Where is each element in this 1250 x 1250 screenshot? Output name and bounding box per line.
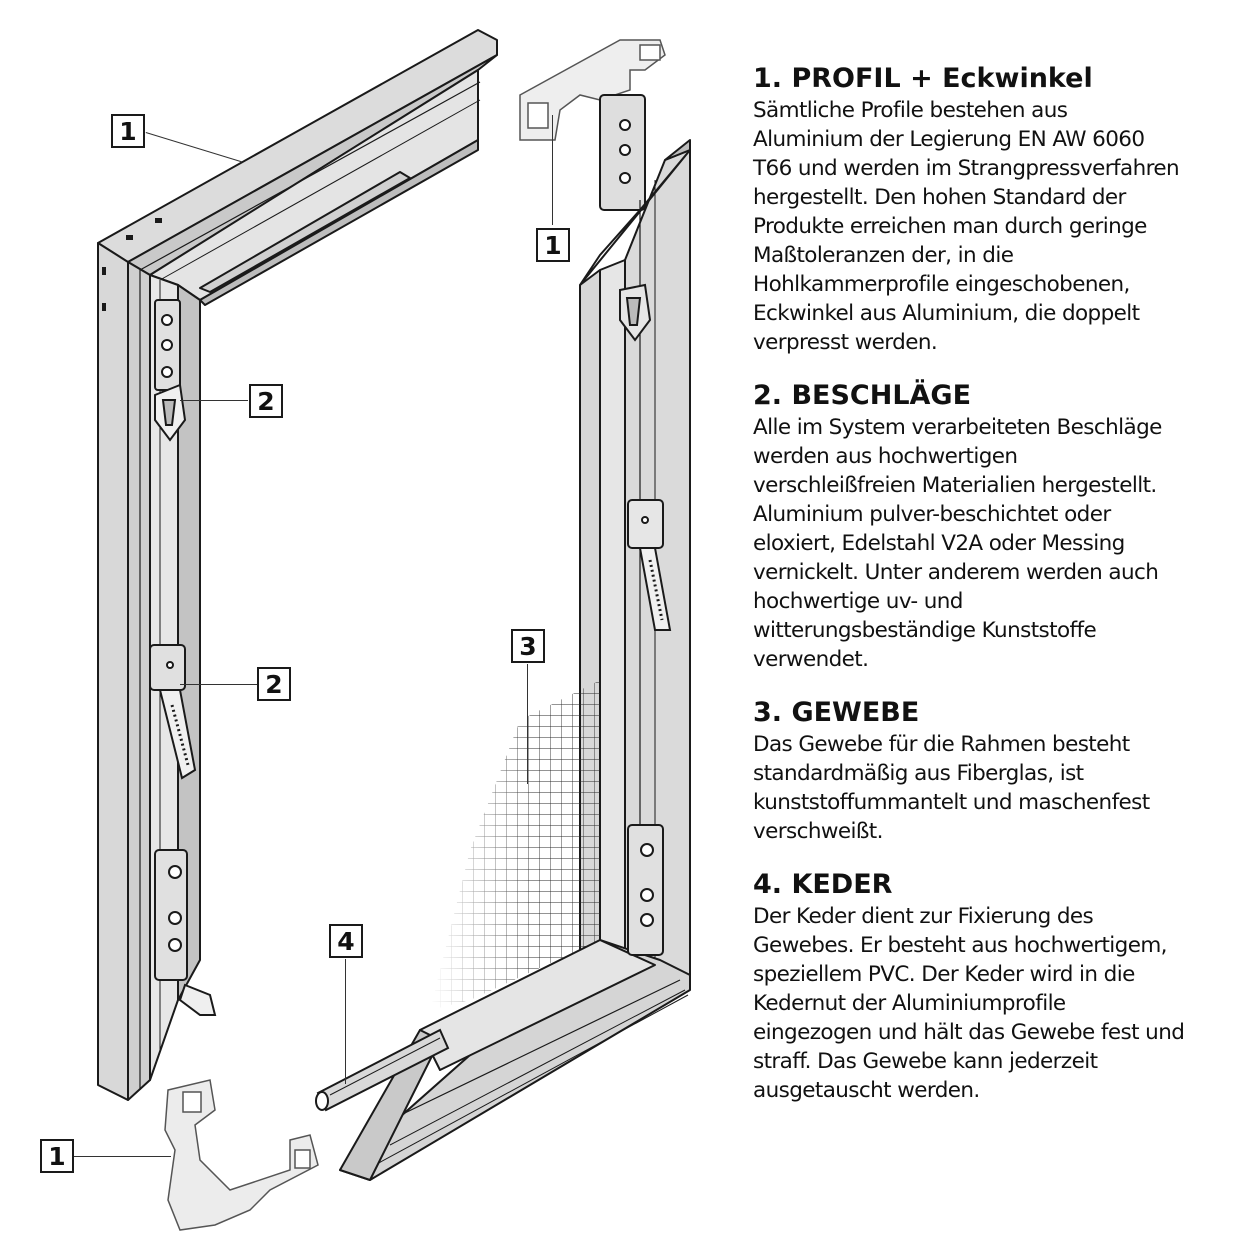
right-hinge-clip-bottom xyxy=(627,824,664,956)
callout-2-upper: 2 xyxy=(249,384,283,418)
callout-1-top-left: 1 xyxy=(111,114,145,148)
corner-bracket-hinge xyxy=(599,94,646,211)
callout-2-lower: 2 xyxy=(257,667,291,701)
section-heading: 4. KEDER xyxy=(753,869,893,900)
section-keder: 4. KEDER Der Keder dient zur Fixierung d… xyxy=(753,868,1243,1105)
callout-2-lower-leader xyxy=(180,684,257,685)
left-latch-middle xyxy=(149,644,197,780)
corner-bracket-top xyxy=(519,39,666,141)
section-body: Der Keder dient zur Fixierung des Gewebe… xyxy=(753,904,1185,1103)
section-gewebe: 3. GEWEBE Das Gewebe für die Rahmen best… xyxy=(753,696,1243,846)
keder-rod xyxy=(315,1028,450,1112)
right-latch-middle xyxy=(627,499,672,631)
callout-3: 3 xyxy=(511,629,545,663)
callout-4-leader xyxy=(345,959,346,1084)
frame-exploded-illustration xyxy=(97,29,691,1231)
section-body: Alle im System verarbeiteten Beschläge w… xyxy=(753,415,1162,672)
section-body: Das Gewebe für die Rahmen besteht standa… xyxy=(753,732,1150,844)
left-hinge-clip-top xyxy=(154,299,187,442)
mesh-fabric xyxy=(420,680,605,1020)
section-heading: 2. BESCHLÄGE xyxy=(753,380,972,411)
callout-1-top-right-leader xyxy=(552,115,553,225)
callout-1-top-right: 1 xyxy=(536,228,570,262)
section-beschlaege: 2. BESCHLÄGE Alle im System verarbeitete… xyxy=(753,379,1243,674)
callout-4: 4 xyxy=(329,924,363,958)
description-panel: 1. PROFIL + Eckwinkel Sämtliche Profile … xyxy=(753,62,1243,1127)
callout-3-leader xyxy=(527,664,528,784)
callout-1-bottom-left: 1 xyxy=(40,1139,74,1173)
section-heading: 3. GEWEBE xyxy=(753,697,920,728)
corner-bracket-bottom xyxy=(164,1079,319,1231)
section-profil: 1. PROFIL + Eckwinkel Sämtliche Profile … xyxy=(753,62,1243,357)
callout-1-bottom-left-leader xyxy=(73,1156,171,1157)
right-latch-top xyxy=(619,283,652,342)
section-body: Sämtliche Profile bestehen aus Aluminium… xyxy=(753,98,1180,355)
callout-2-upper-leader xyxy=(180,400,248,401)
section-heading: 1. PROFIL + Eckwinkel xyxy=(753,63,1093,94)
left-hinge-clip-bottom xyxy=(154,849,217,1016)
